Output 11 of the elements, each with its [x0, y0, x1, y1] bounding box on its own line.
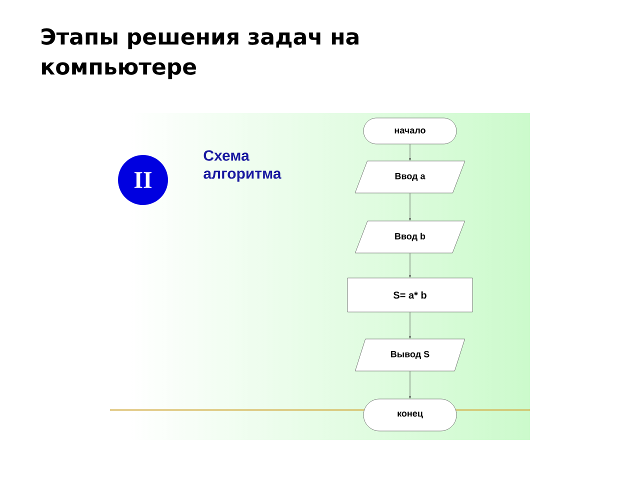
arrow [409, 371, 411, 398]
arrow [409, 312, 411, 338]
io-parallelogram: Вывод S [355, 338, 466, 372]
terminal-box: начало [363, 118, 457, 144]
process-box: S= a* b [347, 278, 473, 312]
arrow [409, 144, 411, 160]
heading: Схема алгоритма [204, 150, 282, 182]
title: Этапы решения задач на компьютере [42, 28, 358, 80]
arrow [409, 193, 411, 220]
terminal-box: конец [363, 398, 457, 432]
arrow [409, 253, 411, 278]
